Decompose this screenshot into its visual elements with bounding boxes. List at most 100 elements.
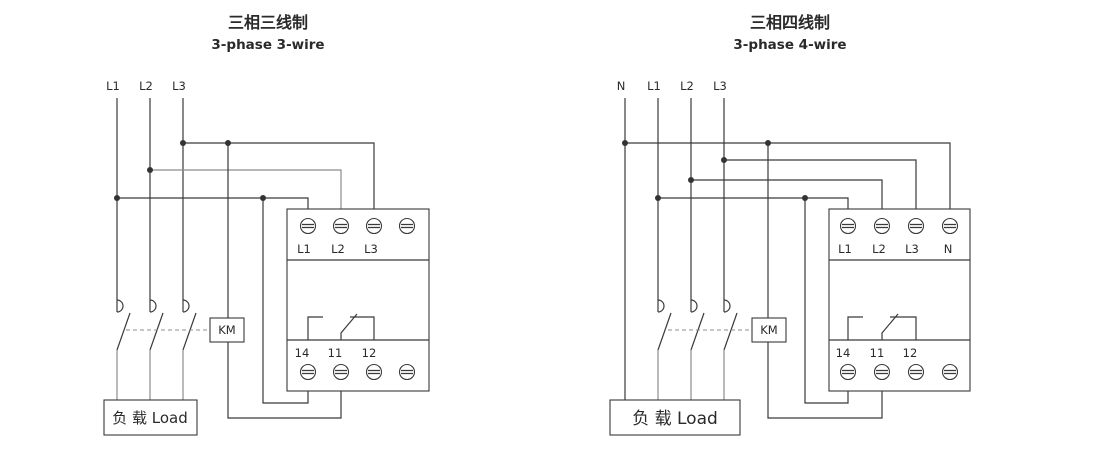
contact-blade bbox=[182, 312, 197, 351]
supply-line-l1 bbox=[116, 98, 131, 400]
terminal-l2 bbox=[873, 217, 891, 235]
junction-dot bbox=[260, 195, 266, 201]
terminal-label-12: 12 bbox=[903, 346, 918, 360]
supply-label-l3: L3 bbox=[172, 79, 186, 93]
contact-blade bbox=[149, 312, 164, 351]
load-label: 负 载 Load bbox=[632, 409, 718, 429]
title-cn: 三相三线制 bbox=[228, 13, 308, 32]
terminal-label-14: 14 bbox=[836, 346, 851, 360]
terminal-l3 bbox=[907, 217, 925, 235]
contact-blade bbox=[116, 312, 131, 351]
load-box: 负 载 Load bbox=[609, 399, 741, 436]
supply-line-l2 bbox=[690, 98, 705, 400]
contact-blade bbox=[723, 312, 738, 351]
junction-dot bbox=[655, 195, 661, 201]
terminal-14 bbox=[299, 363, 317, 381]
terminal-label-l1: L1 bbox=[838, 242, 852, 256]
load-box: 负 载 Load bbox=[103, 399, 198, 436]
relay-device: L1 L2 L3 14 11 12 bbox=[286, 208, 430, 392]
terminal-12 bbox=[365, 363, 383, 381]
title-en: 3-phase 4-wire bbox=[733, 37, 846, 53]
contactor-coil-km: KM bbox=[209, 317, 245, 343]
supply-line-l2 bbox=[149, 98, 164, 400]
diagram-3-phase-3-wire: 三相三线制 3-phase 3-wire L1 L2 L3 bbox=[103, 13, 430, 436]
junction-dot bbox=[225, 140, 231, 146]
terminal-n bbox=[941, 217, 959, 235]
terminal-l3 bbox=[365, 217, 383, 235]
terminal-label-l3: L3 bbox=[905, 242, 919, 256]
wire-l2-to-terminal bbox=[150, 169, 342, 218]
terminal-label-n: N bbox=[944, 242, 953, 256]
junction-dot bbox=[147, 167, 153, 173]
contact-blade bbox=[690, 312, 705, 351]
contact-arc bbox=[149, 299, 157, 313]
supply-label-l2: L2 bbox=[680, 79, 694, 93]
junction-dot bbox=[622, 140, 628, 146]
supply-label-l3: L3 bbox=[713, 79, 727, 93]
contact-arc bbox=[182, 299, 190, 313]
junction-dot bbox=[765, 140, 771, 146]
junction-dot bbox=[802, 195, 808, 201]
wire-coil-to-11 bbox=[767, 342, 883, 419]
wire-l2-to-terminal bbox=[691, 179, 883, 218]
supply-line-l3 bbox=[182, 98, 197, 400]
terminal-14 bbox=[839, 363, 857, 381]
terminal-label-14: 14 bbox=[295, 346, 310, 360]
wire-l1-to-terminal bbox=[117, 197, 309, 218]
relay-device: L1 L2 L3 N 14 11 12 bbox=[828, 208, 971, 392]
contact-arc bbox=[657, 299, 665, 313]
contact-arc bbox=[690, 299, 698, 313]
terminal-12 bbox=[907, 363, 925, 381]
contactor-label: KM bbox=[760, 323, 777, 337]
supply-line-l3 bbox=[723, 98, 738, 400]
terminal-label-l2: L2 bbox=[872, 242, 886, 256]
junction-dot bbox=[180, 140, 186, 146]
input-terminals bbox=[299, 217, 416, 235]
relay-contact-symbol bbox=[847, 313, 917, 340]
device-dividers bbox=[287, 259, 429, 341]
terminal-l1 bbox=[299, 217, 317, 235]
wire-l3-to-terminal bbox=[183, 142, 375, 218]
terminal-label-11: 11 bbox=[870, 346, 885, 360]
supply-label-l1: L1 bbox=[647, 79, 661, 93]
terminal-l2 bbox=[332, 217, 350, 235]
terminal-label-11: 11 bbox=[328, 346, 343, 360]
wire-n-to-terminal bbox=[625, 142, 951, 218]
contact-arc bbox=[723, 299, 731, 313]
terminal-spare bbox=[398, 217, 416, 235]
terminal-label-l3: L3 bbox=[364, 242, 378, 256]
supply-label-l2: L2 bbox=[139, 79, 153, 93]
wire-coil-to-11 bbox=[227, 342, 342, 419]
wire-l3-to-terminal bbox=[724, 159, 917, 218]
wire-l1-to-terminal bbox=[658, 197, 849, 218]
supply-label-l1: L1 bbox=[106, 79, 120, 93]
terminal-spare bbox=[941, 363, 959, 381]
terminal-label-l2: L2 bbox=[331, 242, 345, 256]
title-en: 3-phase 3-wire bbox=[211, 37, 324, 53]
terminal-spare bbox=[398, 363, 416, 381]
terminal-label-12: 12 bbox=[362, 346, 377, 360]
contactor-label: KM bbox=[218, 323, 235, 337]
device-dividers bbox=[829, 259, 970, 341]
supply-label-n: N bbox=[617, 79, 626, 93]
junction-dot bbox=[688, 177, 694, 183]
contact-arc bbox=[116, 299, 124, 313]
supply-line-l1 bbox=[657, 98, 672, 400]
terminal-11 bbox=[332, 363, 350, 381]
output-terminals bbox=[299, 363, 416, 381]
diagram-3-phase-4-wire: 三相四线制 3-phase 4-wire N L1 L2 L3 bbox=[609, 13, 971, 436]
terminal-l1 bbox=[839, 217, 857, 235]
junction-dot bbox=[114, 195, 120, 201]
output-terminals bbox=[839, 363, 959, 381]
junction-dot bbox=[721, 157, 727, 163]
contactor-coil-km: KM bbox=[751, 317, 787, 343]
terminal-label-l1: L1 bbox=[297, 242, 311, 256]
relay-contact-symbol bbox=[307, 313, 375, 340]
title-cn: 三相四线制 bbox=[750, 13, 830, 32]
contact-blade bbox=[657, 312, 672, 351]
load-label: 负 载 Load bbox=[112, 409, 188, 427]
terminal-11 bbox=[873, 363, 891, 381]
input-terminals bbox=[839, 217, 959, 235]
